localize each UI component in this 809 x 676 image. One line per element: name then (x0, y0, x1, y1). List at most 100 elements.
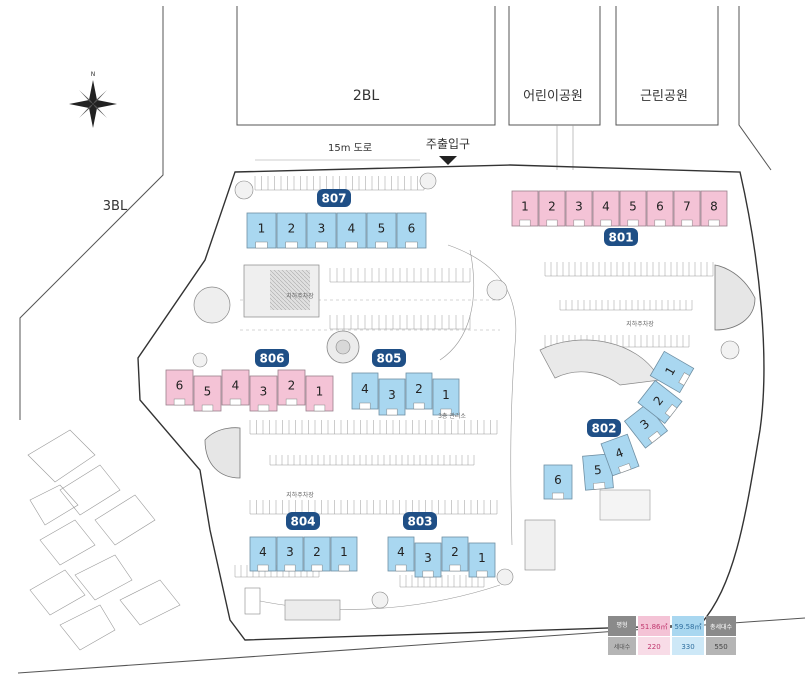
unit-entrance (173, 398, 186, 406)
unit-entrance (257, 564, 269, 572)
unit-entrance (201, 404, 214, 412)
building-number-label: 806 (259, 352, 284, 366)
unit-entrance (552, 492, 564, 500)
unit-entrance (618, 463, 632, 474)
building-806-badge: 806 (255, 349, 289, 367)
unit-entrance (255, 241, 268, 249)
building-802-unit[interactable]: 3 (623, 403, 669, 449)
unit-block (378, 378, 406, 416)
unit-entrance (284, 564, 296, 572)
unit-number: 6 (656, 200, 664, 214)
building-807-unit[interactable]: 3 (306, 212, 337, 249)
building-801-unit[interactable]: 7 (673, 190, 701, 227)
unit-entrance (440, 408, 452, 416)
building-802-unit[interactable]: 5 (582, 453, 614, 491)
unit-entrance (359, 402, 371, 410)
unit-number: 2 (288, 222, 296, 236)
building-803-unit[interactable]: 1 (468, 542, 496, 578)
unit-number: 4 (232, 379, 240, 393)
legend-total-header: 총세대수 (710, 623, 733, 631)
unit-entrance (315, 241, 328, 249)
unit-entrance (229, 398, 242, 406)
building-805-unit[interactable]: 1 (432, 378, 460, 416)
building-number-label: 803 (407, 515, 432, 529)
unit-number: 3 (424, 551, 432, 565)
unit-number: 4 (361, 382, 369, 396)
building-807-unit[interactable]: 1 (246, 212, 277, 249)
block-3bl-label: 3BL (103, 199, 128, 214)
unit-number: 3 (260, 385, 268, 399)
building-803-unit[interactable]: 2 (441, 536, 469, 572)
unit-number: 1 (521, 200, 529, 214)
building-806-unit[interactable]: 4 (221, 369, 250, 406)
building-803-badge: 803 (403, 512, 437, 530)
building-801-unit[interactable]: 3 (565, 190, 593, 227)
unit-number: 3 (575, 200, 583, 214)
unit-entrance (573, 219, 585, 227)
building-number-label: 807 (321, 192, 346, 206)
building-802-unit[interactable]: 2 (637, 379, 683, 425)
main-entrance-label: 주출입구 (426, 137, 470, 151)
unit-entrance (627, 219, 639, 227)
building-807-unit[interactable]: 5 (366, 212, 397, 249)
building-802-unit[interactable]: 4 (600, 433, 640, 477)
unit-entrance (395, 564, 407, 572)
building-802-unit[interactable]: 6 (543, 464, 573, 500)
unit-number: 5 (204, 385, 212, 399)
building-801-unit[interactable]: 1 (511, 190, 539, 227)
parking-label-1: 지하주차장 (626, 320, 654, 328)
unit-entrance (593, 482, 606, 490)
unit-number: 1 (442, 388, 450, 402)
unit-number: 1 (258, 222, 266, 236)
building-803-unit[interactable]: 4 (387, 536, 415, 572)
north-label: N (91, 71, 96, 78)
building-806-unit[interactable]: 6 (165, 369, 194, 406)
building-801-unit[interactable]: 2 (538, 190, 566, 227)
building-807-unit[interactable]: 2 (276, 212, 307, 249)
building-801-unit[interactable]: 8 (700, 190, 728, 227)
building-804-unit[interactable]: 3 (276, 536, 304, 572)
building-806-unit[interactable]: 3 (249, 375, 278, 412)
building-807-unit[interactable]: 6 (396, 212, 427, 249)
unit-number: 2 (451, 545, 459, 559)
building-804-unit[interactable]: 2 (303, 536, 331, 572)
unit-entrance (546, 219, 558, 227)
building-804-unit[interactable]: 1 (330, 536, 358, 572)
building-801-unit[interactable]: 5 (619, 190, 647, 227)
unit-entrance (600, 219, 612, 227)
building-802-unit[interactable]: 1 (649, 350, 695, 394)
building-807-unit[interactable]: 4 (336, 212, 367, 249)
building-805-unit[interactable]: 2 (405, 372, 433, 410)
unit-number: 6 (554, 473, 562, 487)
building-805-badge: 805 (372, 349, 406, 367)
unit-number: 5 (629, 200, 637, 214)
legend-blue-area: 59.58㎡ (674, 623, 701, 631)
building-803-unit[interactable]: 3 (414, 542, 442, 578)
building-805-unit[interactable]: 4 (351, 372, 379, 410)
unit-entrance (311, 564, 323, 572)
building-number-label: 802 (591, 422, 616, 436)
building-801-unit[interactable]: 6 (646, 190, 674, 227)
unit-number: 3 (318, 222, 326, 236)
unit-entrance (422, 570, 434, 578)
building-806-unit[interactable]: 2 (277, 369, 306, 406)
unit-number: 1 (340, 545, 348, 559)
childrens-park-label: 어린이공원 (523, 89, 583, 104)
unit-entrance (375, 241, 388, 249)
building-806-unit[interactable]: 1 (305, 375, 334, 412)
building-805-unit[interactable]: 3 (378, 378, 406, 416)
parking-label-2: 지하주차장 (286, 491, 314, 499)
building-806-unit[interactable]: 5 (193, 375, 222, 412)
building-number-label: 805 (376, 352, 401, 366)
building-804-unit[interactable]: 4 (249, 536, 277, 572)
building-801-unit[interactable]: 4 (592, 190, 620, 227)
legend-pink-area: 51.86㎡ (640, 623, 667, 631)
